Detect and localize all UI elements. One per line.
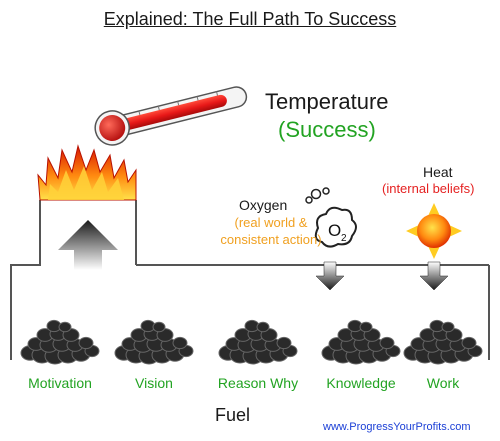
oxygen-label: Oxygen xyxy=(239,197,288,213)
arrow-down-icon xyxy=(419,261,449,291)
coal-pile-icon xyxy=(114,319,194,365)
coal-pile-icon xyxy=(20,319,100,365)
oxygen-sublabel: (real world & consistent action) xyxy=(208,214,334,248)
coal-pile-icon xyxy=(218,319,298,365)
success-label: (Success) xyxy=(278,117,376,142)
footer-url: www.ProgressYourProfits.com xyxy=(323,421,471,433)
fuel-item-knowledge: Knowledge xyxy=(326,375,396,391)
fuel-item-vision: Vision xyxy=(135,375,173,391)
oxygen-molecule: O xyxy=(328,221,341,240)
fuel-item-reason-why: Reason Why xyxy=(217,375,299,391)
fuel-item-work: Work xyxy=(426,375,460,391)
arrow-up-icon xyxy=(58,220,118,270)
heat-label: Heat xyxy=(423,164,453,180)
heat-sublabel: (internal beliefs) xyxy=(382,181,475,196)
oxygen-subscript: 2 xyxy=(341,233,347,244)
fuel-item-motivation: Motivation xyxy=(28,375,92,391)
sun-icon xyxy=(406,203,462,259)
arrow-down-icon xyxy=(315,261,345,291)
coal-pile-icon xyxy=(321,319,401,365)
coal-pile-icon xyxy=(403,319,483,365)
thermometer-icon xyxy=(94,86,248,146)
cloud-icon: O 2 xyxy=(305,187,357,248)
flame-icon xyxy=(37,144,137,201)
oxygen-sublabel-line2: consistent action) xyxy=(220,232,322,247)
temperature-label: Temperature xyxy=(265,89,389,114)
oxygen-sublabel-line1: (real world & xyxy=(234,215,308,230)
fuel-label: Fuel xyxy=(215,405,251,425)
page-title: Explained: The Full Path To Success xyxy=(103,9,397,29)
